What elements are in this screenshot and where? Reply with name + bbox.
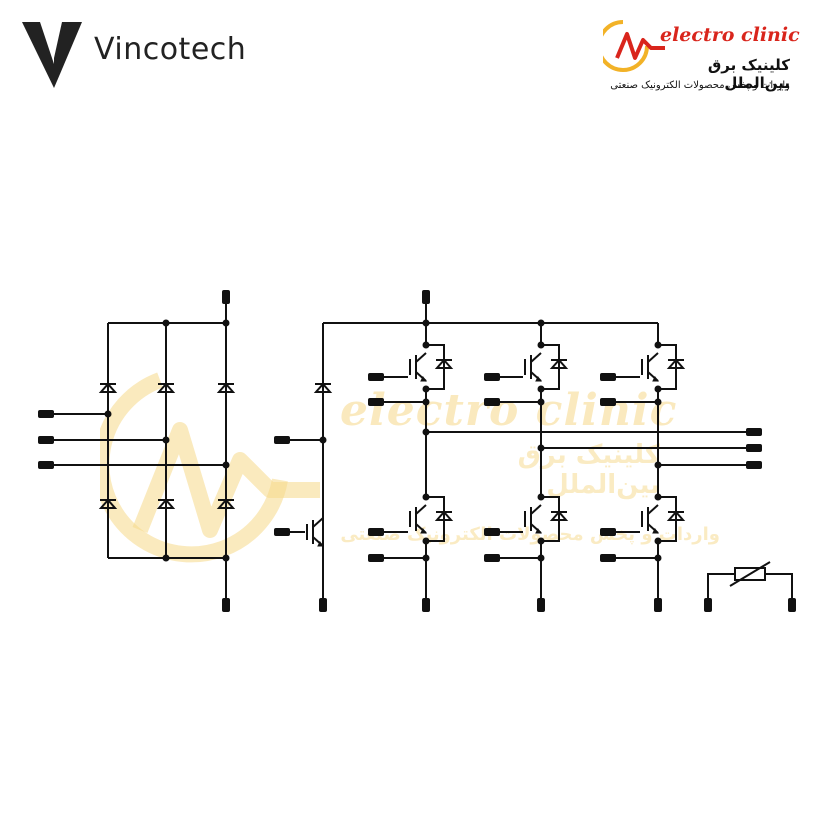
igbt-icon [409, 504, 427, 534]
electro-clinic-emblem [603, 20, 665, 72]
electro-clinic-logo [597, 8, 809, 100]
igbt-icon [641, 504, 659, 534]
igbt-icon [409, 352, 427, 382]
terminal-pins [38, 290, 796, 612]
igbt-icon [641, 352, 659, 382]
igbt-icon [524, 504, 542, 534]
electro-clinic-name: electro clinic [660, 24, 800, 46]
igbt-icon [524, 352, 542, 382]
vincotech-logo-mark-right [54, 22, 82, 88]
vincotech-logo-mark [22, 22, 54, 88]
watermark-name: electro clinic [340, 385, 678, 436]
electro-clinic-persian-title: کلینیک برق بین‌الملل [707, 56, 790, 92]
igbt-icon [306, 517, 324, 547]
vincotech-logo [22, 22, 82, 88]
watermark-persian-subtitle: واردات و پخش محصولات الکترونیک صنعتی [340, 524, 720, 545]
electro-clinic-persian-subtitle: واردات و پخش محصولات الکترونیک صنعتی [610, 80, 790, 91]
junction-dots [104, 319, 662, 562]
brand-name: Vincotech [94, 32, 247, 67]
